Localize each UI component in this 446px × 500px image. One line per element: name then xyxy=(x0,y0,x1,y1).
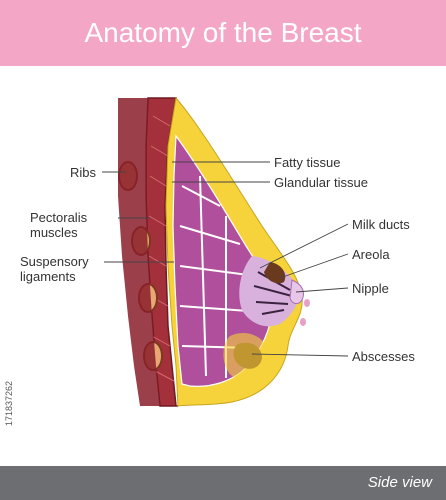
chest-wall xyxy=(118,98,160,406)
abscess-upper xyxy=(264,262,286,284)
leader-areola xyxy=(279,253,349,279)
label-ribs: Ribs xyxy=(70,165,97,180)
label-areola: Areola xyxy=(352,247,390,262)
page-title: Anatomy of the Breast xyxy=(84,17,362,48)
breast-illustration xyxy=(102,96,349,407)
label-milk-ducts: Milk ducts xyxy=(352,217,410,232)
footer-bar: Side view xyxy=(0,466,446,500)
milk-drops xyxy=(300,299,310,326)
leader-milk-ducts xyxy=(259,223,349,269)
leader-nipple xyxy=(295,287,349,293)
label-suspensory-line2: ligaments xyxy=(20,269,76,284)
breast-anatomy-diagram: Fatty tissue Glandular tissue Ribs Pecto… xyxy=(0,66,446,466)
muscle-fibres xyxy=(148,115,175,382)
label-pectoralis-muscles: Pectoralis muscles xyxy=(30,210,87,240)
label-fatty-tissue: Fatty tissue xyxy=(274,155,341,170)
title-bar: Anatomy of the Breast xyxy=(0,0,446,66)
footer-view-label: Side view xyxy=(367,474,432,491)
label-suspensory-ligaments: Suspensory ligaments xyxy=(20,254,89,284)
label-nipple: Nipple xyxy=(352,281,389,296)
abscess-surround xyxy=(223,332,270,381)
stock-id-text: 171837262 xyxy=(4,380,14,426)
label-abscesses: Abscesses xyxy=(352,349,415,364)
label-suspensory-line1: Suspensory xyxy=(20,254,89,269)
label-pectoralis-line1: Pectoralis xyxy=(30,210,88,225)
label-pectoralis-line2: muscles xyxy=(30,225,78,240)
label-glandular-tissue: Glandular tissue xyxy=(274,175,368,190)
leader-lines xyxy=(102,161,349,357)
leader-abscesses xyxy=(251,353,349,357)
